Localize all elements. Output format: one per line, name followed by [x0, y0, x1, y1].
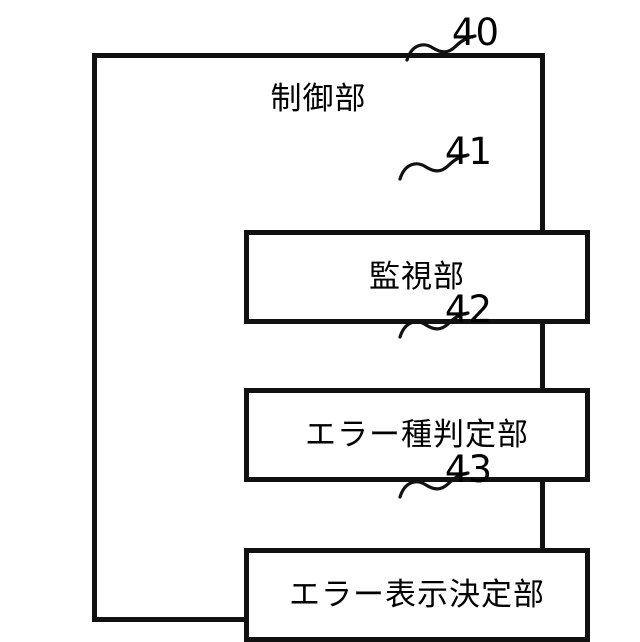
- reference-numeral-41: 41: [444, 130, 492, 173]
- error-display-determination-unit-block: エラー表示決定部: [244, 548, 590, 642]
- error-type-determination-unit-label: エラー種判定部: [305, 416, 529, 453]
- reference-callout-43: 43: [378, 451, 528, 511]
- monitoring-unit-label: 監視部: [369, 258, 465, 295]
- reference-callout-42: 42: [378, 291, 528, 351]
- squiggle-leader-line-icon: [405, 34, 477, 62]
- error-type-determination-unit-block: エラー種判定部: [244, 388, 590, 482]
- control-unit-title: 制御部: [270, 81, 367, 117]
- reference-callout-41: 41: [378, 133, 528, 193]
- reference-numeral-40: 40: [451, 11, 499, 54]
- reference-callout-40: 40: [385, 14, 535, 74]
- error-display-determination-unit-label: エラー表示決定部: [289, 576, 545, 613]
- reference-numeral-43: 43: [444, 448, 492, 491]
- squiggle-leader-line-icon: [398, 311, 470, 339]
- reference-numeral-42: 42: [444, 288, 492, 331]
- squiggle-leader-line-icon: [398, 153, 470, 181]
- squiggle-leader-line-icon: [398, 471, 470, 499]
